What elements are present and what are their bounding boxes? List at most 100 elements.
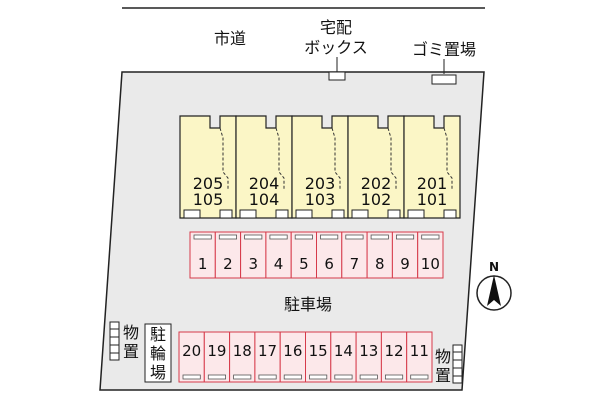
parking-space-number: 11 [410,342,429,360]
delivery-box-label-line2: ボックス [304,38,368,57]
storage-left-label-1: 物 [123,323,139,342]
parking-space: 16 [279,331,307,383]
parking-space-box [178,331,205,383]
bicycle-parking: 駐 輪 場 [144,323,172,383]
bicycle-parking-label-1: 駐 [150,325,166,344]
parking-space-box [391,231,419,279]
parking-space-number: 3 [248,255,258,273]
parking-space-number: 2 [223,255,233,273]
parking-space: 19 [203,331,231,383]
parking-space-number: 16 [283,342,302,360]
wheel-stop [320,234,339,240]
north-label: N [489,260,499,274]
unit-number-lower: 104 [249,190,280,209]
storage-left: 物 置 [109,321,139,361]
parking-space: 17 [254,331,281,383]
wheel-stop [370,234,389,240]
entrance-box [387,209,401,219]
wheel-stop [410,374,429,380]
entrance-box [183,209,201,219]
wheel-stop [244,234,263,240]
parking-space-box [254,331,281,383]
parking-space-number: 12 [385,342,404,360]
parking-space-number: 14 [334,342,353,360]
parking-space-number: 10 [421,255,440,273]
stair-line [443,127,453,190]
unit-number-upper: 203 [305,174,336,193]
wheel-stop [283,374,302,380]
parking-space-number: 18 [233,342,252,360]
parking-space: 8 [366,231,393,279]
stair-line [387,127,397,190]
parking-space: 11 [406,331,433,383]
parking-space-box [265,231,292,279]
parking-space: 6 [316,231,343,279]
wheel-stop [345,234,364,240]
parking-space-box [279,331,307,383]
parking-space: 1 [189,231,216,279]
entrance-box [407,209,425,219]
wheel-stop [384,374,404,380]
parking-space: 12 [380,331,408,383]
parking-space: 10 [417,231,444,279]
wheel-stop [207,374,227,380]
parking-space-number: 9 [400,255,410,273]
entrance-box [239,209,257,219]
wheel-stop [294,234,313,240]
stair-line [219,127,229,190]
north-arrow: N [476,260,512,311]
parking-space: 7 [341,231,368,279]
wheel-stop [258,374,277,380]
parking-space-number: 15 [309,342,328,360]
parking-space-box [355,331,382,383]
parking-space: 2 [214,231,242,279]
wheel-stop [334,374,353,380]
delivery-box [328,71,346,81]
storage-left-box [109,321,120,361]
storage-left-label-2: 置 [123,342,139,361]
parking-space-number: 13 [359,342,378,360]
entrance-box [219,209,233,219]
unit-number-lower: 103 [305,190,336,209]
parking-space: 4 [265,231,292,279]
wheel-stop [309,374,328,380]
parking-space: 9 [391,231,419,279]
parking-space: 18 [229,331,256,383]
parking-space-box [189,231,216,279]
parking-space-box [380,331,408,383]
north-arrow-icon [487,275,501,306]
unit-number-lower: 102 [361,190,392,209]
stair-line [331,127,341,190]
parking-space: 20 [178,331,205,383]
unit-number-lower: 101 [417,190,448,209]
storage-right-label-2: 置 [435,366,451,385]
parking-space-number: 1 [198,255,208,273]
road-label: 市道 [214,29,246,48]
entrance-box [331,209,345,219]
parking-space-number: 8 [375,255,385,273]
wheel-stop [359,374,378,380]
storage-right: 物 置 [435,344,463,385]
storage-right-box [452,344,463,384]
unit-number-upper: 202 [361,174,392,193]
wheel-stop [193,234,212,240]
unit-number-upper: 201 [417,174,448,193]
parking-space: 5 [290,231,318,279]
parking-space-box [341,231,368,279]
parking-space-number: 20 [182,342,201,360]
entrance-box [443,209,457,219]
parking-space-number: 6 [324,255,334,273]
unit-number-upper: 204 [249,174,280,193]
bicycle-parking-label-2: 輪 [150,344,166,363]
storage-right-label-1: 物 [435,347,451,366]
parking-space-box [330,331,357,383]
parking-space: 14 [330,331,357,383]
parking-space-box [417,231,444,279]
